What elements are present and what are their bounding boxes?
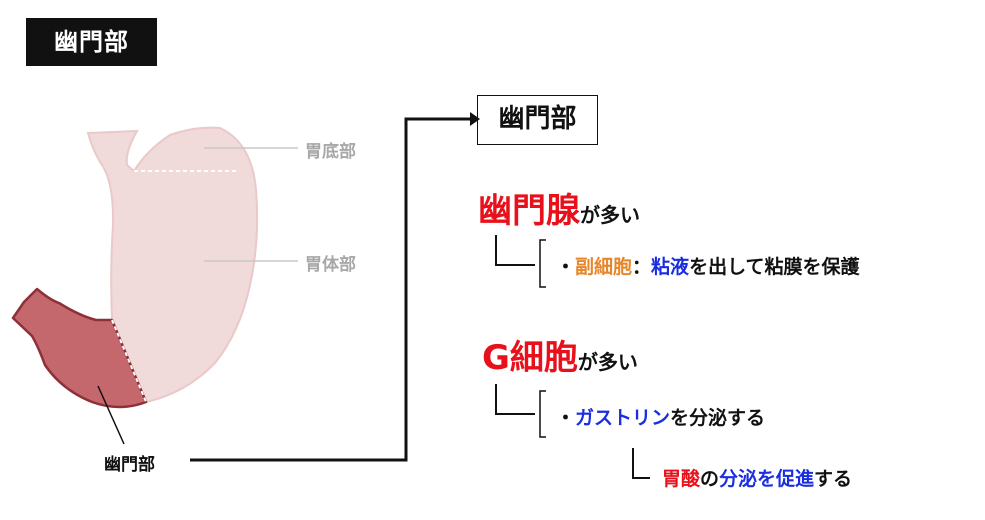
bullet-dot: ・ — [556, 256, 576, 278]
section1-rest: を出して粘膜を保護 — [689, 256, 860, 278]
section2-rest: を分泌する — [670, 407, 766, 429]
heading-box: 幽門部 — [477, 95, 598, 145]
term-gastric-acid: 胃酸 — [662, 468, 701, 490]
pylorus-label: 幽門部 — [104, 455, 155, 475]
title-badge: 幽門部 — [26, 18, 157, 66]
term-gastrin: ガストリン — [575, 407, 671, 429]
section2-sub-bullet: 胃酸の分泌を促進する — [662, 464, 852, 491]
term-mucus: 粘液 — [651, 256, 690, 278]
section2-sub-elbow — [632, 448, 650, 479]
section2-bullet: ・ガストリンを分泌する — [556, 403, 765, 430]
section2-heading-red: G細胞 — [482, 338, 578, 378]
connector-arrow — [190, 117, 470, 462]
particle-no: の — [700, 468, 720, 490]
pylorus-region — [11, 287, 148, 409]
section1-heading-suffix: が多い — [580, 203, 640, 227]
body-label: 胃体部 — [305, 255, 356, 275]
arrowhead — [470, 112, 480, 126]
colon: ： — [632, 256, 652, 278]
term-accessory-cell: 副細胞 — [575, 256, 633, 278]
section1-elbow — [495, 235, 535, 266]
pylorus-leader — [97, 385, 125, 445]
section1-bullet: ・副細胞：粘液を出して粘膜を保護 — [556, 252, 860, 279]
sub-end: する — [814, 468, 853, 490]
section2-bracket — [539, 390, 546, 438]
section2-elbow — [495, 384, 535, 415]
section2-heading: G細胞が多い — [482, 330, 638, 379]
bullet-dot: ・ — [556, 407, 576, 429]
section1-bracket — [539, 239, 546, 288]
term-promote-secretion: 分泌を促進 — [719, 468, 815, 490]
section1-heading-red: 幽門腺 — [478, 191, 580, 231]
section1-heading: 幽門腺が多い — [478, 183, 640, 232]
fundus-label: 胃底部 — [305, 142, 356, 162]
pylorus-boundary — [111, 319, 147, 403]
stomach-shape — [86, 126, 259, 404]
section2-heading-suffix: が多い — [577, 350, 638, 374]
